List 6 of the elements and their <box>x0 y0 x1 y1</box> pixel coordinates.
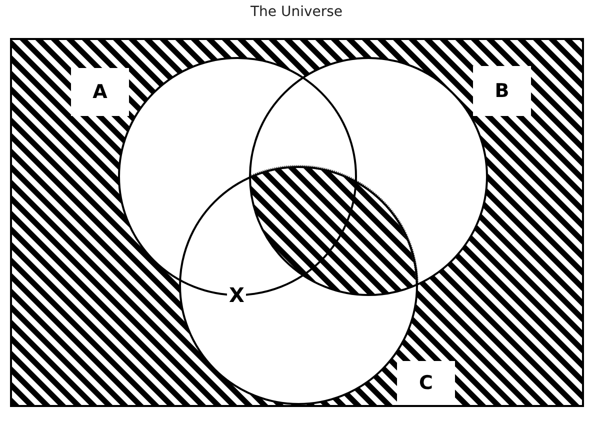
set-label: B <box>473 66 531 116</box>
set-circle <box>249 56 488 296</box>
set-circle <box>179 166 418 404</box>
universe-label: The Universe <box>249 4 344 20</box>
set-label: A <box>71 68 129 116</box>
set-label: C <box>397 361 455 405</box>
